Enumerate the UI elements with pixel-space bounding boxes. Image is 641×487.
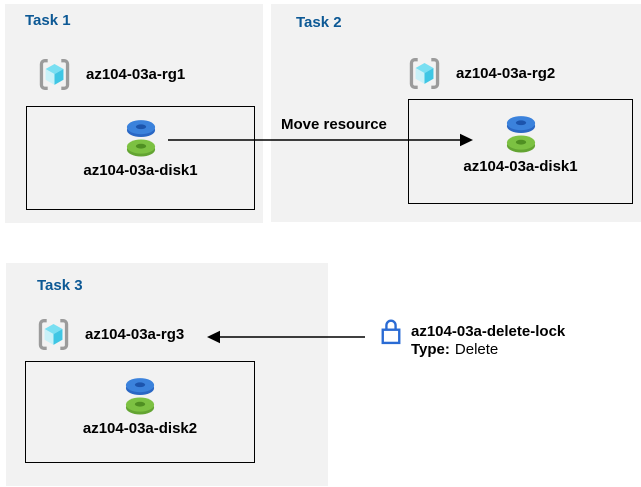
task2-title: Task 2 <box>296 14 342 31</box>
disk-icon <box>124 118 158 158</box>
task2-resource-group-label: az104-03a-rg2 <box>456 65 556 82</box>
lock-type-line: Type:Delete <box>411 341 565 359</box>
resource-group-icon <box>36 56 73 93</box>
lock-type-label: Type: <box>411 341 450 358</box>
task2-resource-group-row: az104-03a-rg2 <box>406 55 555 92</box>
disk-icon <box>123 376 157 416</box>
move-resource-label: Move resource <box>281 116 387 133</box>
task1-resource-group-label: az104-03a-rg1 <box>86 66 186 83</box>
task2-resource-label: az104-03a-disk1 <box>463 158 578 175</box>
disk-icon <box>504 114 538 154</box>
task1-panel: Task 1 az104-03a-rg1 az104-03a-disk1 <box>5 4 263 223</box>
task1-title: Task 1 <box>25 12 71 29</box>
resource-group-icon <box>406 55 443 92</box>
task2-resource-box: az104-03a-disk1 <box>408 99 633 204</box>
task3-title: Task 3 <box>37 277 83 294</box>
task3-panel: Task 3 az104-03a-rg3 az104-03a-disk2 <box>6 263 328 486</box>
task1-resource-label: az104-03a-disk1 <box>83 162 198 179</box>
resource-group-icon <box>35 316 72 353</box>
lock-type-value: Delete <box>454 341 499 358</box>
lock-name: az104-03a-delete-lock <box>411 323 566 340</box>
lock-icon <box>380 317 402 345</box>
task3-resource-group-label: az104-03a-rg3 <box>85 326 185 343</box>
task3-resource-group-row: az104-03a-rg3 <box>35 316 184 353</box>
task3-resource-label: az104-03a-disk2 <box>82 420 198 437</box>
lock-icon-box <box>377 315 404 347</box>
lock-annotation: az104-03a-delete-lock Type:Delete <box>411 323 565 359</box>
task1-resource-group-row: az104-03a-rg1 <box>36 56 185 93</box>
task3-resource-box: az104-03a-disk2 <box>25 361 255 463</box>
task2-panel: Task 2 az104-03a-rg2 az104-03a-disk1 <box>271 4 641 222</box>
task1-resource-box: az104-03a-disk1 <box>26 106 255 210</box>
